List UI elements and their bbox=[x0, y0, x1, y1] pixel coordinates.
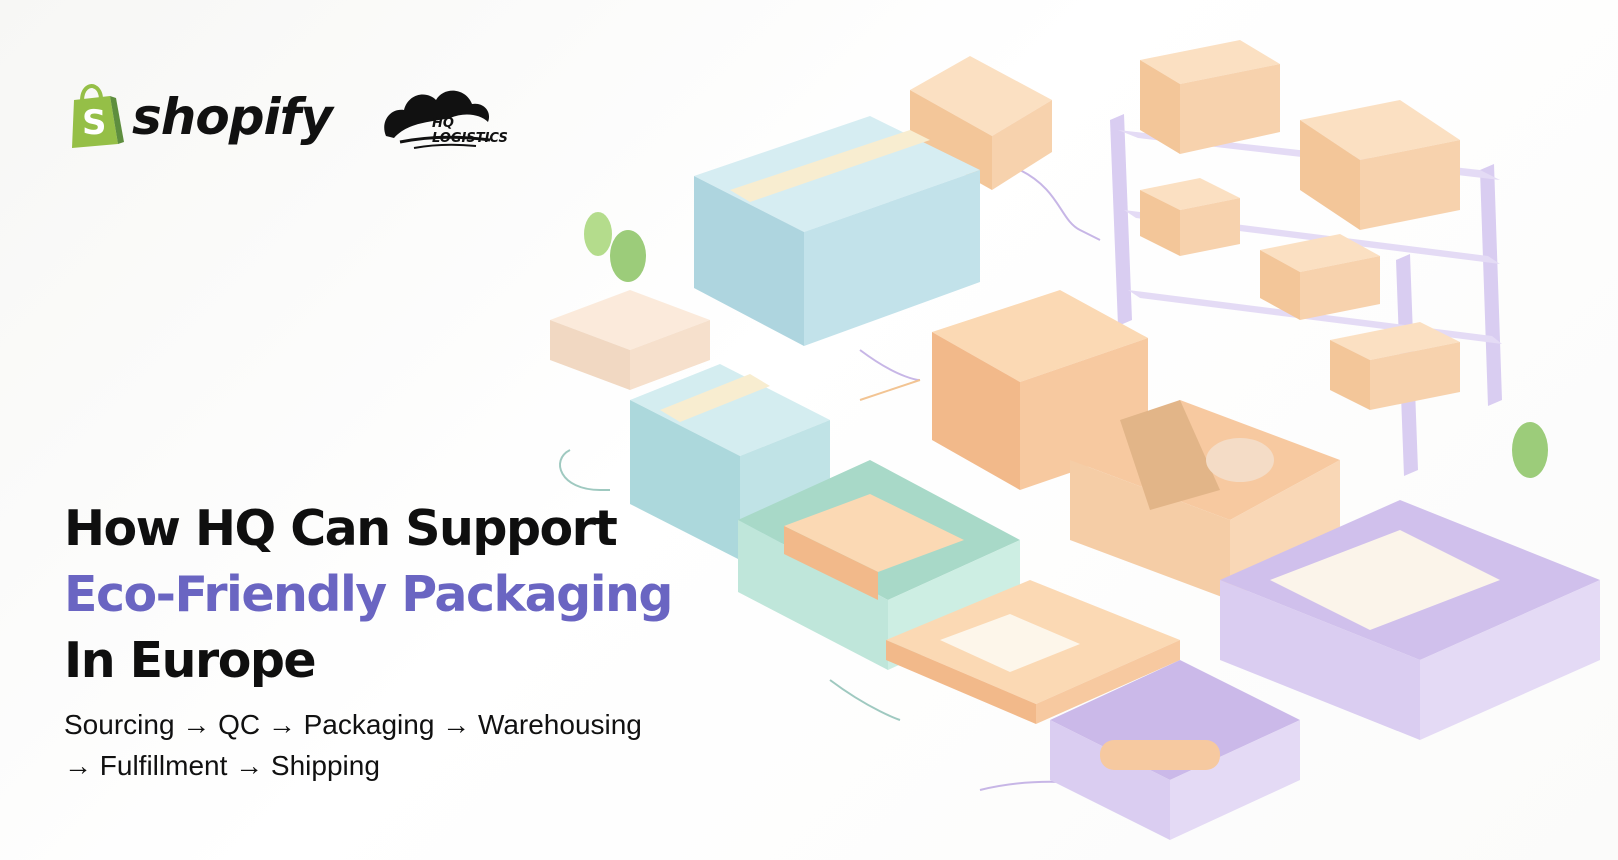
headline-line-1: How HQ Can Support bbox=[64, 500, 618, 557]
headline-line-3: In Europe bbox=[64, 632, 317, 689]
lavender-open-box bbox=[1220, 422, 1600, 740]
mint-open-box bbox=[738, 460, 1020, 670]
kraft-tray-insert bbox=[886, 580, 1180, 724]
pulp-tray bbox=[550, 212, 710, 390]
brand-logos: S shopify HQ LOGISTICS bbox=[66, 82, 520, 152]
hq-logistics-logo: HQ LOGISTICS bbox=[380, 82, 520, 152]
process-flow-line-1: Sourcing → QC → Packaging → Warehousing bbox=[64, 709, 642, 740]
kraft-open-box-bags bbox=[1070, 400, 1340, 600]
shopify-wordmark: shopify bbox=[132, 88, 333, 146]
headline: How HQ Can Support Eco-Friendly Packagin… bbox=[64, 496, 674, 694]
process-flow-line-2: → Fulfillment → Shipping bbox=[64, 750, 380, 781]
process-flow: Sourcing → QC → Packaging → Warehousing … bbox=[64, 704, 642, 786]
blue-box-large bbox=[694, 116, 980, 346]
cloud-logo-icon bbox=[384, 90, 491, 149]
svg-text:S: S bbox=[82, 103, 107, 143]
packaging-illustration bbox=[550, 40, 1600, 840]
headline-line-2: Eco-Friendly Packaging bbox=[64, 566, 674, 623]
shopify-logo: S shopify bbox=[66, 84, 333, 150]
storage-shelf bbox=[1110, 40, 1502, 476]
kraft-box-small bbox=[910, 56, 1052, 190]
shopping-bag-icon: S bbox=[72, 84, 124, 148]
lavender-box-small bbox=[1050, 660, 1300, 840]
hq-logistics-wordmark: HQ LOGISTICS bbox=[431, 116, 508, 146]
